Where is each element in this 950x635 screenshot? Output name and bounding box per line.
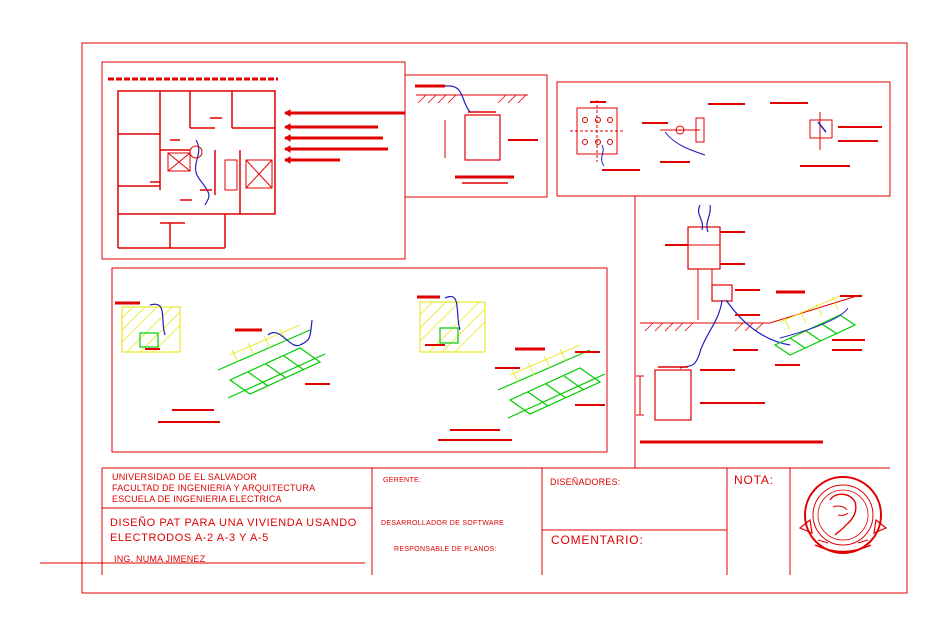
project-title-line1: DISEÑO PAT PARA UNA VIVIENDA USANDO bbox=[110, 517, 357, 529]
sheet-border bbox=[81, 42, 908, 594]
gerente-label: GERENTE: bbox=[383, 477, 422, 484]
responsable-label: RESPONSABLE DE PLANOS: bbox=[394, 546, 497, 553]
floor-plan-panel bbox=[101, 61, 406, 260]
university-name: UNIVERSIDAD DE EL SALVADOR bbox=[112, 472, 258, 482]
disenadores-label: DISEÑADORES: bbox=[550, 477, 621, 487]
nota-label: NOTA: bbox=[734, 473, 774, 487]
comentario-label: COMENTARIO: bbox=[551, 533, 644, 547]
rod-detail-panel bbox=[404, 74, 548, 198]
project-title-line2: ELECTRODOS A-2 A-3 Y A-5 bbox=[110, 532, 269, 544]
electrode-details-panel bbox=[111, 267, 608, 453]
service-entrance-panel bbox=[634, 196, 865, 468]
title-block-grid bbox=[101, 467, 890, 575]
connector-details-panel bbox=[556, 81, 891, 197]
developer-label: DESARROLLADOR DE SOFTWARE bbox=[381, 520, 505, 527]
school-name: ESCUELA DE INGENIERIA ELECTRICA bbox=[112, 494, 282, 504]
faculty-name: FACULTAD DE INGENIERIA Y ARQUITECTURA bbox=[112, 483, 316, 493]
university-seal-icon bbox=[798, 476, 888, 554]
engineer-name: ING. NUMA JIMENEZ bbox=[114, 554, 206, 564]
